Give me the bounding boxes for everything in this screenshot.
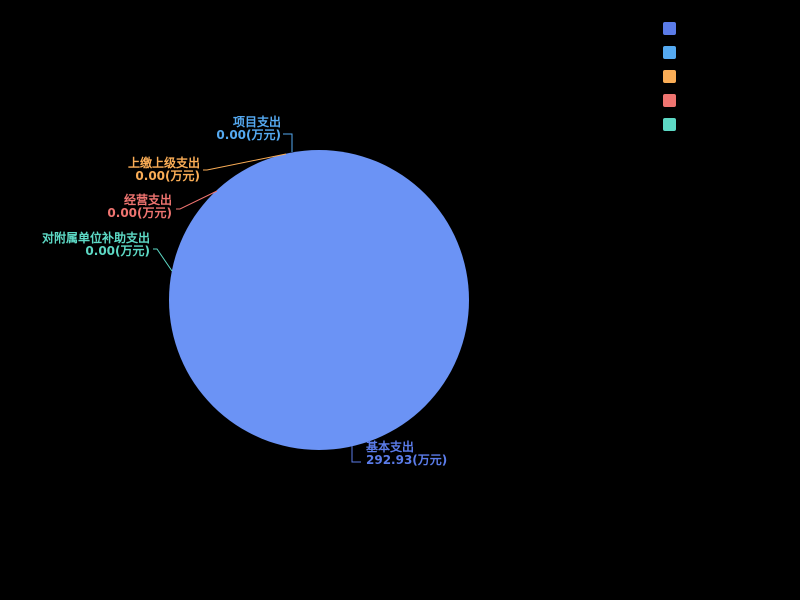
- legend: [663, 22, 676, 142]
- pie-label-name: 项目支出: [232, 115, 281, 129]
- legend-swatch-project-expenditure[interactable]: [663, 46, 676, 59]
- pie-label-name: 基本支出: [366, 440, 415, 454]
- pie-label-operating-expenditure: 经营支出 0.00(万元): [107, 194, 172, 220]
- pie-label-subsidy-affiliated-units-expenditure: 对附属单位补助支出 0.00(万元): [42, 232, 150, 258]
- pie-label-name: 上缴上级支出: [127, 156, 200, 170]
- leader-line-operating-expenditure: [176, 190, 218, 210]
- pie-label-value: 292.93(万元): [366, 453, 448, 467]
- pie-label-project-expenditure: 项目支出 0.00(万元): [216, 116, 281, 142]
- pie-label-value: 0.00(万元): [85, 244, 150, 258]
- leader-line-upward-remittance-expenditure: [203, 153, 287, 171]
- legend-swatch-operating-expenditure[interactable]: [663, 94, 676, 107]
- legend-swatch-basic-expenditure[interactable]: [663, 22, 676, 35]
- leader-line-basic-expenditure: [351, 446, 361, 463]
- leader-line-project-expenditure: [283, 133, 293, 152]
- pie-label-value: 0.00(万元): [135, 169, 200, 183]
- legend-swatch-subsidy-affiliated-units-expenditure[interactable]: [663, 118, 676, 131]
- pie-label-basic-expenditure: 基本支出 292.93(万元): [366, 441, 447, 467]
- pie-label-value: 0.00(万元): [216, 128, 281, 142]
- pie-label-upward-remittance-expenditure: 上缴上级支出 0.00(万元): [128, 157, 200, 183]
- pie-slice-basic-expenditure[interactable]: [169, 150, 469, 450]
- legend-swatch-upward-remittance-expenditure[interactable]: [663, 70, 676, 83]
- pie-label-name: 对附属单位补助支出: [41, 231, 150, 245]
- pie-label-value: 0.00(万元): [107, 206, 172, 220]
- pie-label-name: 经营支出: [123, 193, 172, 207]
- leader-line-subsidy-affiliated-units-expenditure: [153, 248, 173, 272]
